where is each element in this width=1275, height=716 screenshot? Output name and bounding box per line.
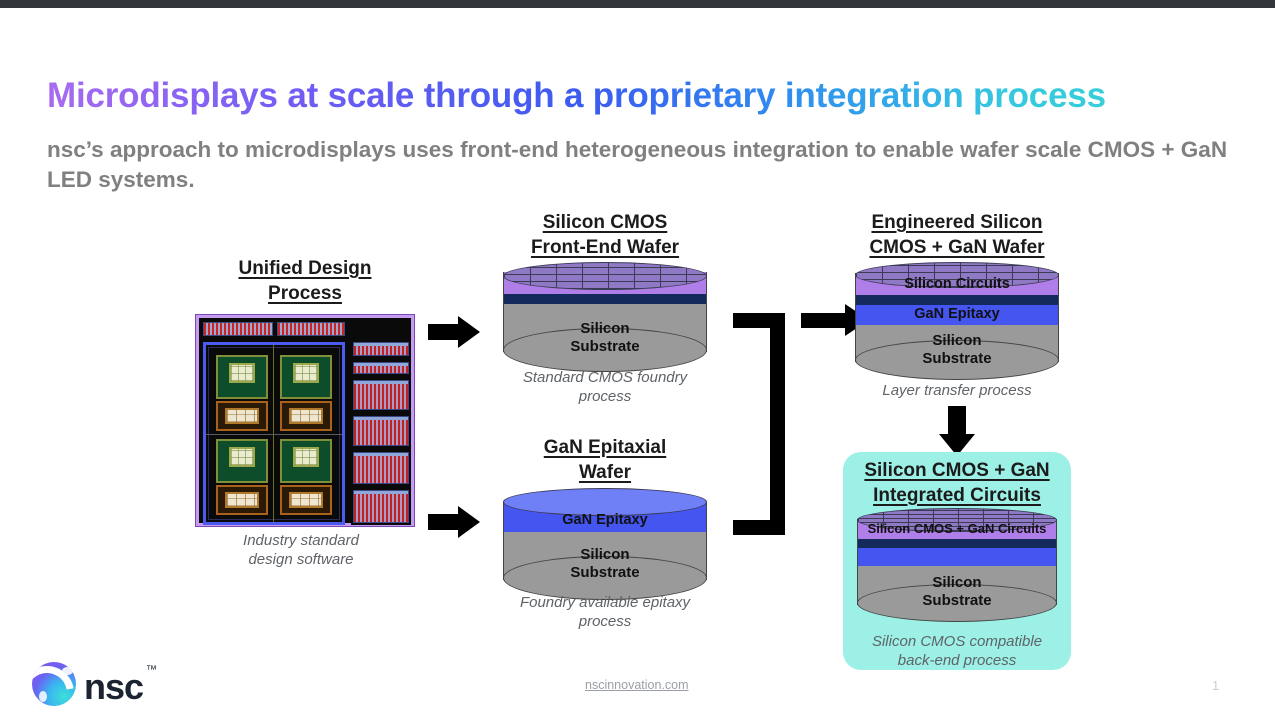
gan-wafer-top [503,488,707,516]
driver-bank [353,416,409,446]
substrate-line2: Substrate [570,564,640,581]
brand-wordmark: nsc [84,666,144,707]
gan-wafer-caption: Foundry available epitaxy process [495,593,715,631]
caption-line2: design software [248,551,354,568]
unified-design-caption: Industry standard design software [190,531,412,569]
driver-bank [353,362,409,374]
silicon-substrate-bottom [857,584,1057,622]
memory-block [280,485,332,515]
substrate-line2: Substrate [922,350,992,367]
logic-block [280,439,332,483]
logic-block [280,355,332,399]
silicon-substrate-bottom [855,340,1059,380]
substrate-line2: Substrate [570,338,640,355]
caption-line1: Standard CMOS foundry [522,369,688,386]
engineered-wafer-graphic: Silicon Circuits GaN Epitaxy Silicon Sub… [855,262,1059,380]
cmos-wafer-graphic: Silicon Substrate [503,262,707,372]
chip-core-area [203,342,345,525]
integrated-caption: Silicon CMOS compatible back-end process [845,632,1069,670]
engineered-substrate-label: Silicon Substrate [855,332,1059,368]
wafer-top-die-grid [857,508,1057,532]
engineered-wafer-heading-line2: CMOS + GaN Wafer [869,237,1045,258]
cmos-wafer-heading-line2: Front-End Wafer [530,237,680,258]
caption-line1: Industry standard [243,532,359,549]
merge-bracket-arrow-icon [733,304,869,535]
cmos-wafer-heading: Silicon CMOS Front-End Wafer [490,210,720,260]
memory-block [280,401,332,431]
integrated-wafer-graphic: Silicon CMOS + GaN Circuits Silicon Subs… [857,508,1057,622]
engineered-wafer-caption: Layer transfer process [882,382,1032,399]
window-top-bar [0,0,1275,8]
cmos-substrate-label: Silicon Substrate [503,320,707,356]
gan-epitaxy-band [855,303,1059,325]
pad-row [203,322,273,336]
interface-layer [857,537,1057,548]
wafer-top-die-grid [503,262,707,290]
unified-design-heading-line2: Process [268,283,342,304]
memory-block [216,485,268,515]
driver-bank [353,452,409,484]
arrow-engineered-to-integrated-icon [939,406,975,458]
driver-bank [353,342,409,356]
page-subtitle: nsc’s approach to microdisplays uses fro… [47,137,1228,192]
interface-layer [503,292,707,304]
integrated-heading-line2: Integrated Circuits [873,485,1041,506]
substrate-line1: Silicon [932,574,982,591]
memory-block [216,401,268,431]
logic-block [216,439,268,483]
gan-substrate-label: Silicon Substrate [503,546,707,582]
cmos-wafer-heading-line1: Silicon CMOS [542,212,668,233]
website-link[interactable]: nscinnovation.com [585,678,689,692]
gan-wafer-heading: GaN Epitaxial Wafer [490,435,720,485]
integrated-substrate-label: Silicon Substrate [857,574,1057,610]
engineered-wafer-heading: Engineered Silicon CMOS + GaN Wafer [843,210,1071,260]
gan-wafer-heading-line1: GaN Epitaxial [543,437,667,458]
cmos-wafer-caption: Standard CMOS foundry process [495,368,715,406]
silicon-substrate-bottom [503,556,707,600]
page-title: Microdisplays at scale through a proprie… [47,76,1247,116]
integrated-heading: Silicon CMOS + GaN Integrated Circuits [845,458,1069,508]
substrate-line1: Silicon [580,546,630,563]
unified-design-heading-line1: Unified Design [238,258,372,279]
driver-bank [353,490,409,523]
chip-layout-canvas [199,318,411,525]
gan-wafer-graphic: GaN Epitaxy Silicon Substrate [503,488,707,600]
engineered-wafer-heading-line1: Engineered Silicon [871,212,1043,233]
core-divider-horizontal [206,434,342,435]
logic-block [216,355,268,399]
pad-row [277,322,345,336]
substrate-line1: Silicon [932,332,982,349]
caption-line2: process [578,613,632,630]
arrow-design-to-gan-icon [428,506,482,538]
page-number: 1 [1212,678,1220,693]
nsc-logo-icon [32,662,76,706]
wafer-top-die-grid [855,262,1059,288]
chip-layout-image [195,314,415,527]
unified-design-heading: Unified Design Process [190,256,420,306]
caption-line2: back-end process [897,652,1017,669]
driver-array-column [351,342,411,525]
core-divider-vertical [273,345,274,522]
substrate-line2: Substrate [922,592,992,609]
interface-layer [855,293,1059,305]
driver-bank [353,380,409,410]
arrow-design-to-cmos-icon [428,316,482,348]
caption-line2: process [578,388,632,405]
gan-epitaxy-band [857,546,1057,566]
silicon-substrate-bottom [503,328,707,372]
integrated-heading-line1: Silicon CMOS + GaN [864,460,1050,481]
caption-line1: Silicon CMOS compatible [871,633,1043,650]
trademark-symbol: ™ [146,664,157,676]
gan-wafer-heading-line2: Wafer [578,462,632,483]
caption-line1: Foundry available epitaxy [519,594,691,611]
substrate-line1: Silicon [580,320,630,337]
